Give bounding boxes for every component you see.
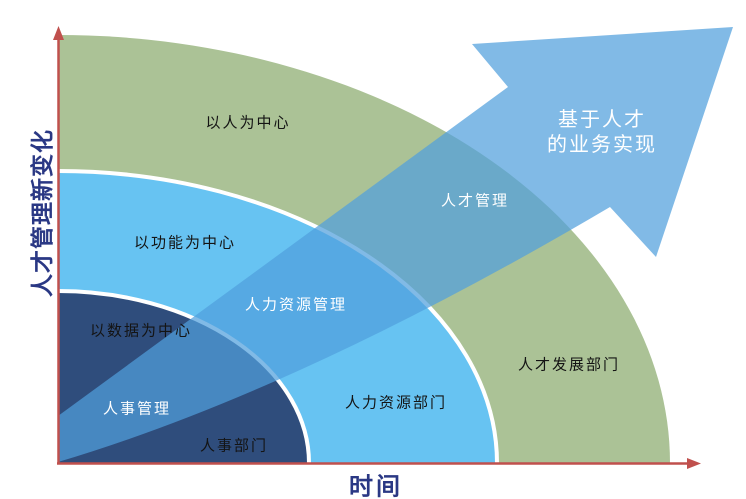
y-axis-arrowhead-icon [53,26,64,40]
growth-arrow [58,27,733,462]
x-axis-arrowhead-icon [687,458,701,469]
y-axis-title: 人才管理新变化 [30,129,55,297]
